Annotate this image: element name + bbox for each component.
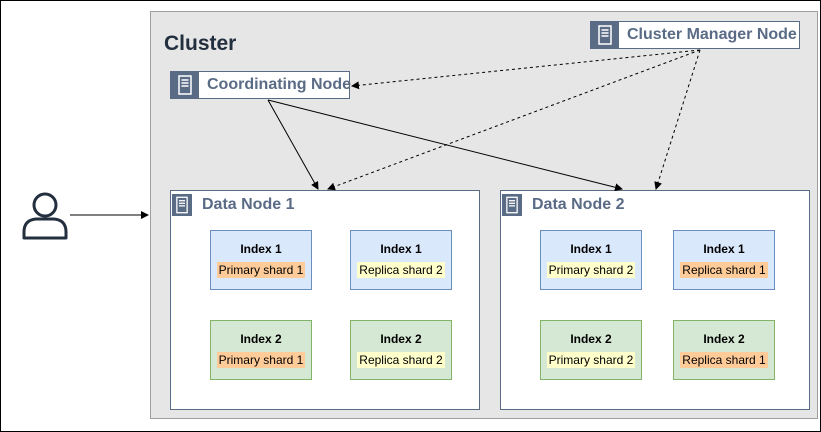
shard-label: Primary shard 1: [216, 352, 306, 368]
arrow-manager-to-data-node-2: [654, 49, 701, 190]
index-name: Index 1: [570, 242, 612, 256]
arrow-manager-to-data-node-1: [327, 49, 701, 191]
arrow-manager-to-coordinating: [351, 49, 701, 90]
index-box: Index 1 Replica shard 2: [350, 230, 452, 290]
coordinating-node: Coordinating Node: [170, 71, 351, 99]
cluster-manager-node: Cluster Manager Node: [590, 21, 800, 49]
data-node-label: Data Node 2: [532, 196, 625, 213]
index-box: Index 2 Replica shard 2: [350, 320, 452, 380]
data-node-2-title: Data Node 2: [502, 194, 624, 216]
server-icon: [171, 72, 199, 98]
index-name: Index 1: [703, 242, 745, 256]
shard-label: Primary shard 2: [546, 262, 636, 278]
shard-label: Replica shard 1: [680, 352, 768, 368]
cluster-title: Cluster: [164, 32, 237, 55]
index-box: Index 2 Primary shard 1: [210, 320, 312, 380]
server-icon: [172, 194, 192, 216]
index-box: Index 1 Primary shard 2: [540, 230, 642, 290]
shard-label: Replica shard 2: [357, 352, 445, 368]
index-name: Index 2: [570, 332, 612, 346]
arrow-coordinating-to-data-node-1: [267, 99, 319, 190]
server-icon: [591, 22, 619, 48]
coordinating-label: Coordinating Node: [207, 76, 351, 93]
user-icon: [22, 192, 68, 240]
server-icon: [502, 194, 522, 216]
shard-label: Primary shard 2: [546, 352, 636, 368]
index-name: Index 1: [380, 242, 422, 256]
data-node-label: Data Node 1: [202, 196, 295, 213]
index-box: Index 2 Primary shard 2: [540, 320, 642, 380]
index-name: Index 2: [240, 332, 282, 346]
index-box: Index 1 Primary shard 1: [210, 230, 312, 290]
index-box: Index 1 Replica shard 1: [673, 230, 775, 290]
cluster-manager-label: Cluster Manager Node: [627, 26, 797, 43]
shard-label: Replica shard 2: [357, 262, 445, 278]
shard-label: Primary shard 1: [216, 262, 306, 278]
index-name: Index 2: [703, 332, 745, 346]
arrow-coordinating-to-data-node-2: [267, 99, 623, 192]
data-node-1-title: Data Node 1: [172, 194, 294, 216]
index-name: Index 2: [380, 332, 422, 346]
shard-label: Replica shard 1: [680, 262, 768, 278]
index-name: Index 1: [240, 242, 282, 256]
index-box: Index 2 Replica shard 1: [673, 320, 775, 380]
